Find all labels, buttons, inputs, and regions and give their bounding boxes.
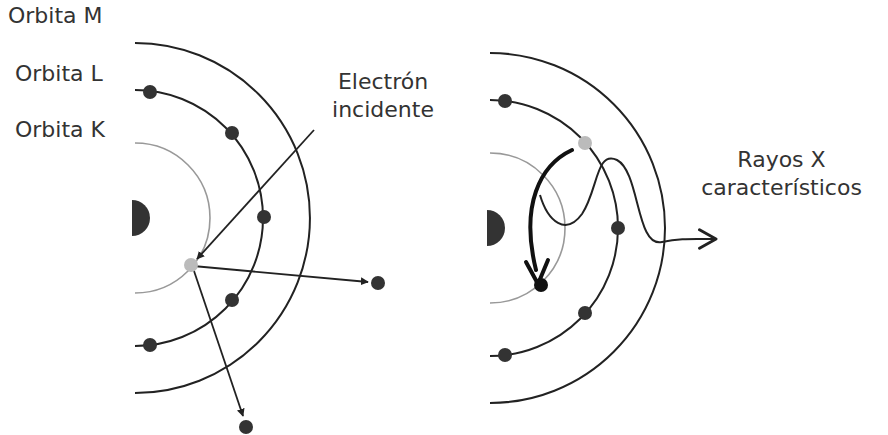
x-ray-wave: [540, 158, 716, 242]
incident-electron-arrow: [197, 130, 314, 259]
orbit-label: Orbita M: [8, 2, 103, 30]
ejected-path: [193, 266, 368, 282]
callout-label: Electrón incidente: [318, 68, 448, 124]
scattered-path: [193, 268, 243, 416]
orbit-l: [135, 90, 263, 346]
vacancy-electron: [184, 258, 198, 272]
electron: [498, 94, 512, 108]
nucleus: [132, 200, 150, 236]
orbit-m: [490, 53, 665, 403]
orbit-m: [135, 43, 310, 393]
electron: [611, 221, 625, 235]
orbit-l: [490, 100, 618, 356]
orbit-label: Orbita K: [15, 116, 105, 144]
scattered-electron: [239, 420, 253, 434]
electron: [225, 293, 239, 307]
electron: [498, 348, 512, 362]
orbit-label: Orbita L: [15, 60, 103, 88]
nucleus: [487, 210, 505, 246]
electron: [257, 210, 271, 224]
transition-arrow: [530, 150, 572, 270]
callout-label: Rayos X característicos: [679, 146, 884, 202]
electron: [143, 338, 157, 352]
electron: [225, 126, 239, 140]
filled-vacancy: [534, 278, 548, 292]
electron: [578, 306, 592, 320]
electrons: [498, 94, 625, 362]
ejected-electron: [371, 276, 385, 290]
transition-electron: [578, 136, 592, 150]
electron: [143, 85, 157, 99]
